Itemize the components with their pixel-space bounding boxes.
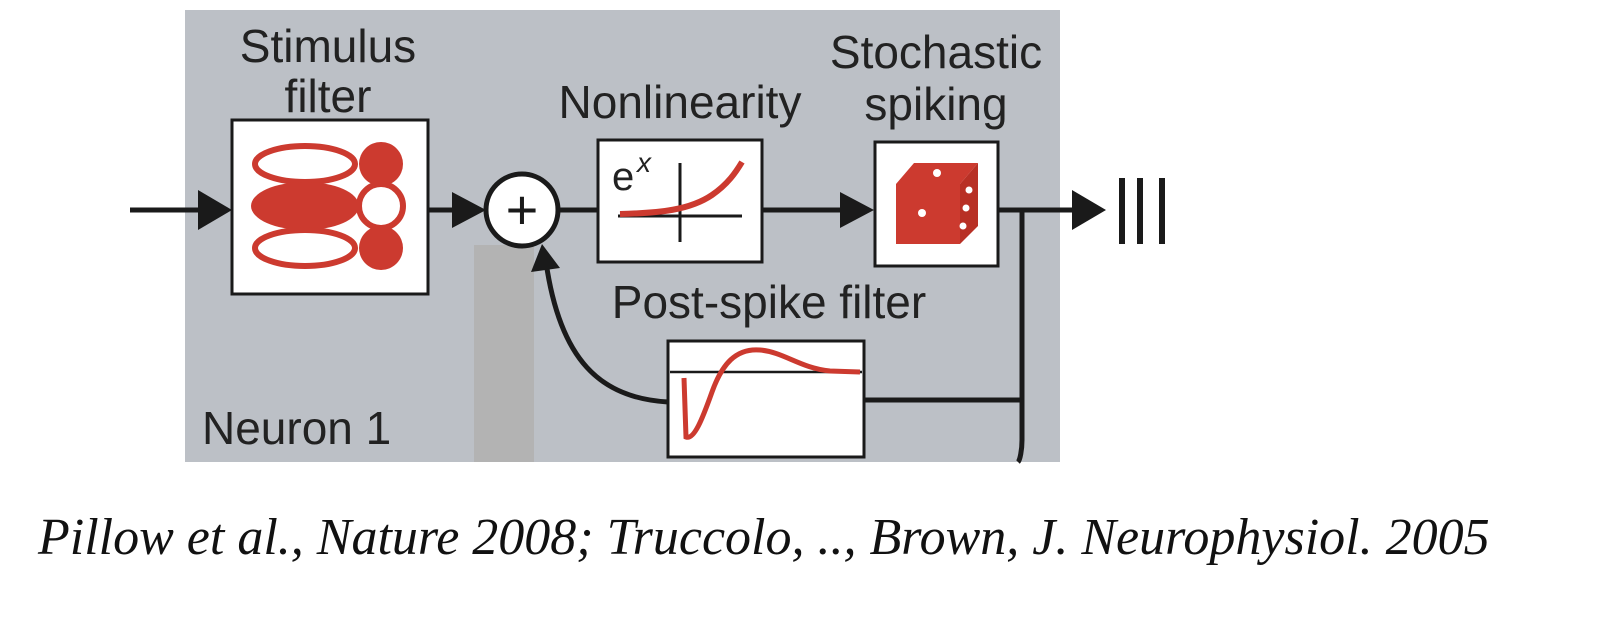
stimulus-label-line1: Stimulus [240,20,416,72]
nonlinearity-label: Nonlinearity [559,76,802,128]
feedback-arrowhead [531,244,560,272]
stimulus-filter-icon [251,142,406,270]
dice-icon [896,163,978,244]
neuron-label: Neuron 1 [202,402,391,454]
sum-symbol: + [506,178,539,241]
filter-to-sum-arrowhead [452,192,486,228]
citation-caption: Pillow et al., Nature 2008; Truccolo, ..… [38,509,1490,566]
exp-base-label: e [612,155,634,199]
post-spike-label: Post-spike filter [612,276,926,328]
feedback-vertical-line [1015,210,1025,464]
post-spike-filter-box [666,339,866,459]
nonlinearity-to-spiking-arrowhead [840,192,874,228]
panel-strip [474,245,534,462]
stimulus-label-line2: filter [285,70,372,122]
exponential-curve-icon [618,160,745,242]
input-arrowhead [198,190,232,230]
output-arrowhead [1072,190,1106,230]
stochastic-label-line2: spiking [864,78,1007,130]
exp-power-label: x [635,147,652,178]
post-spike-curve-icon [670,347,862,440]
stochastic-label-line1: Stochastic [830,26,1042,78]
spike-train-icon [1119,178,1165,244]
feedback-curve-to-sum [543,261,669,405]
